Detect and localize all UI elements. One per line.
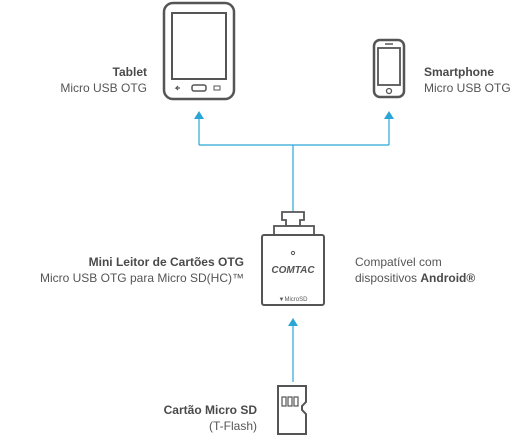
- smartphone-title: Smartphone: [424, 65, 495, 79]
- tablet-subtitle: Micro USB OTG: [60, 81, 147, 95]
- smartphone-icon: [372, 38, 406, 99]
- reader-slot-label: ▼MicroSD: [279, 297, 309, 303]
- tablet-icon: [162, 1, 236, 101]
- compat-label: Compatível com dispositivos Android®: [355, 254, 475, 286]
- compat-line1: Compatível com: [355, 255, 442, 269]
- microsd-card-icon: [277, 385, 307, 435]
- card-reader-icon: COMTAC ▼MicroSD: [261, 211, 325, 306]
- card-label: Cartão Micro SD (T-Flash): [164, 402, 257, 434]
- arrow-heads: [194, 111, 394, 326]
- smartphone-label: Smartphone Micro USB OTG: [424, 64, 511, 96]
- reader-label: Mini Leitor de Cartões OTG Micro USB OTG…: [40, 254, 244, 286]
- card-subtitle: (T-Flash): [209, 419, 257, 433]
- reader-subtitle: Micro USB OTG para Micro SD(HC)™: [39, 271, 244, 285]
- reader-title: Mini Leitor de Cartões OTG: [88, 255, 244, 269]
- smartphone-subtitle: Micro USB OTG: [424, 81, 511, 95]
- compat-line2-bold: Android®: [420, 271, 476, 285]
- reader-brand: COMTAC: [271, 265, 315, 276]
- tablet-label: Tablet Micro USB OTG: [60, 64, 147, 96]
- connector-lines: [198, 118, 390, 382]
- compat-line2: dispositivos Android®: [355, 270, 475, 286]
- compat-line2-prefix: dispositivos: [355, 271, 421, 285]
- tablet-title: Tablet: [112, 65, 147, 79]
- card-title: Cartão Micro SD: [163, 403, 257, 417]
